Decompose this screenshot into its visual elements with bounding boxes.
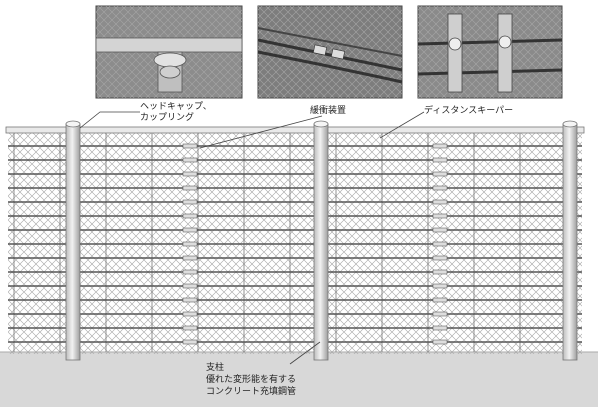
cable-photo-icon (257, 5, 403, 99)
cable-clamp (182, 241, 198, 247)
callout-cable-device: 緩衝装置 (310, 106, 347, 116)
cable-clamp (182, 269, 198, 275)
cable-clamp (432, 269, 448, 275)
cable-clamp (432, 255, 448, 261)
callout-distance-keeper: ディスタンスキーパー (424, 106, 514, 116)
cable-clamp (182, 255, 198, 261)
coupling-photo-icon (95, 5, 243, 99)
leader-distance-keeper (379, 111, 425, 139)
cable-clamp (182, 311, 198, 317)
cable-clamp (432, 143, 448, 149)
callout-head-cap-line1: ヘッドキャップ、 (140, 102, 212, 112)
leader-head-cap (79, 111, 140, 129)
cable-clamp (432, 227, 448, 233)
cable-clamp (432, 213, 448, 219)
post-left (65, 120, 81, 361)
leader-post (289, 341, 321, 365)
callout-post-desc-line1: 優れた変形能を有する (206, 375, 297, 385)
cable-clamp (432, 339, 448, 345)
cable-clamp (182, 325, 198, 331)
cable-clamp (182, 199, 198, 205)
cable-clamp (432, 199, 448, 205)
callout-post-desc-line2: コンクリート充填鋼管 (206, 387, 297, 397)
cable-clamp (432, 325, 448, 331)
cable-clamp (182, 171, 198, 177)
horizontal-cables (8, 143, 582, 345)
callout-post-title: 支柱 (206, 363, 225, 373)
cable-clamp (432, 185, 448, 191)
cable-clamp (182, 227, 198, 233)
cable-clamp (432, 157, 448, 163)
spacer-photo-icon (417, 5, 563, 99)
top-rail (5, 126, 585, 134)
cable-clamp (182, 297, 198, 303)
post-right (562, 120, 578, 361)
cable-clamp (182, 185, 198, 191)
cable-clamp (432, 171, 448, 177)
cable-clamp (432, 311, 448, 317)
callout-head-cap-line2: カップリング (140, 113, 195, 123)
callout-post: 支柱 優れた変形能を有する コンクリート充填鋼管 (206, 362, 296, 398)
post-center (313, 120, 329, 361)
ground (0, 352, 598, 407)
cable-clamp (182, 143, 198, 149)
wire-mesh (8, 132, 582, 354)
cable-clamp (432, 297, 448, 303)
cable-clamp (182, 157, 198, 163)
cable-clamp (432, 241, 448, 247)
cable-clamp (182, 339, 198, 345)
cable-clamp (432, 283, 448, 289)
cable-clamp (182, 213, 198, 219)
leader-cable-device (199, 115, 323, 149)
callout-head-cap: ヘッドキャップ、 カップリング (140, 102, 212, 124)
cable-clamp (182, 283, 198, 289)
